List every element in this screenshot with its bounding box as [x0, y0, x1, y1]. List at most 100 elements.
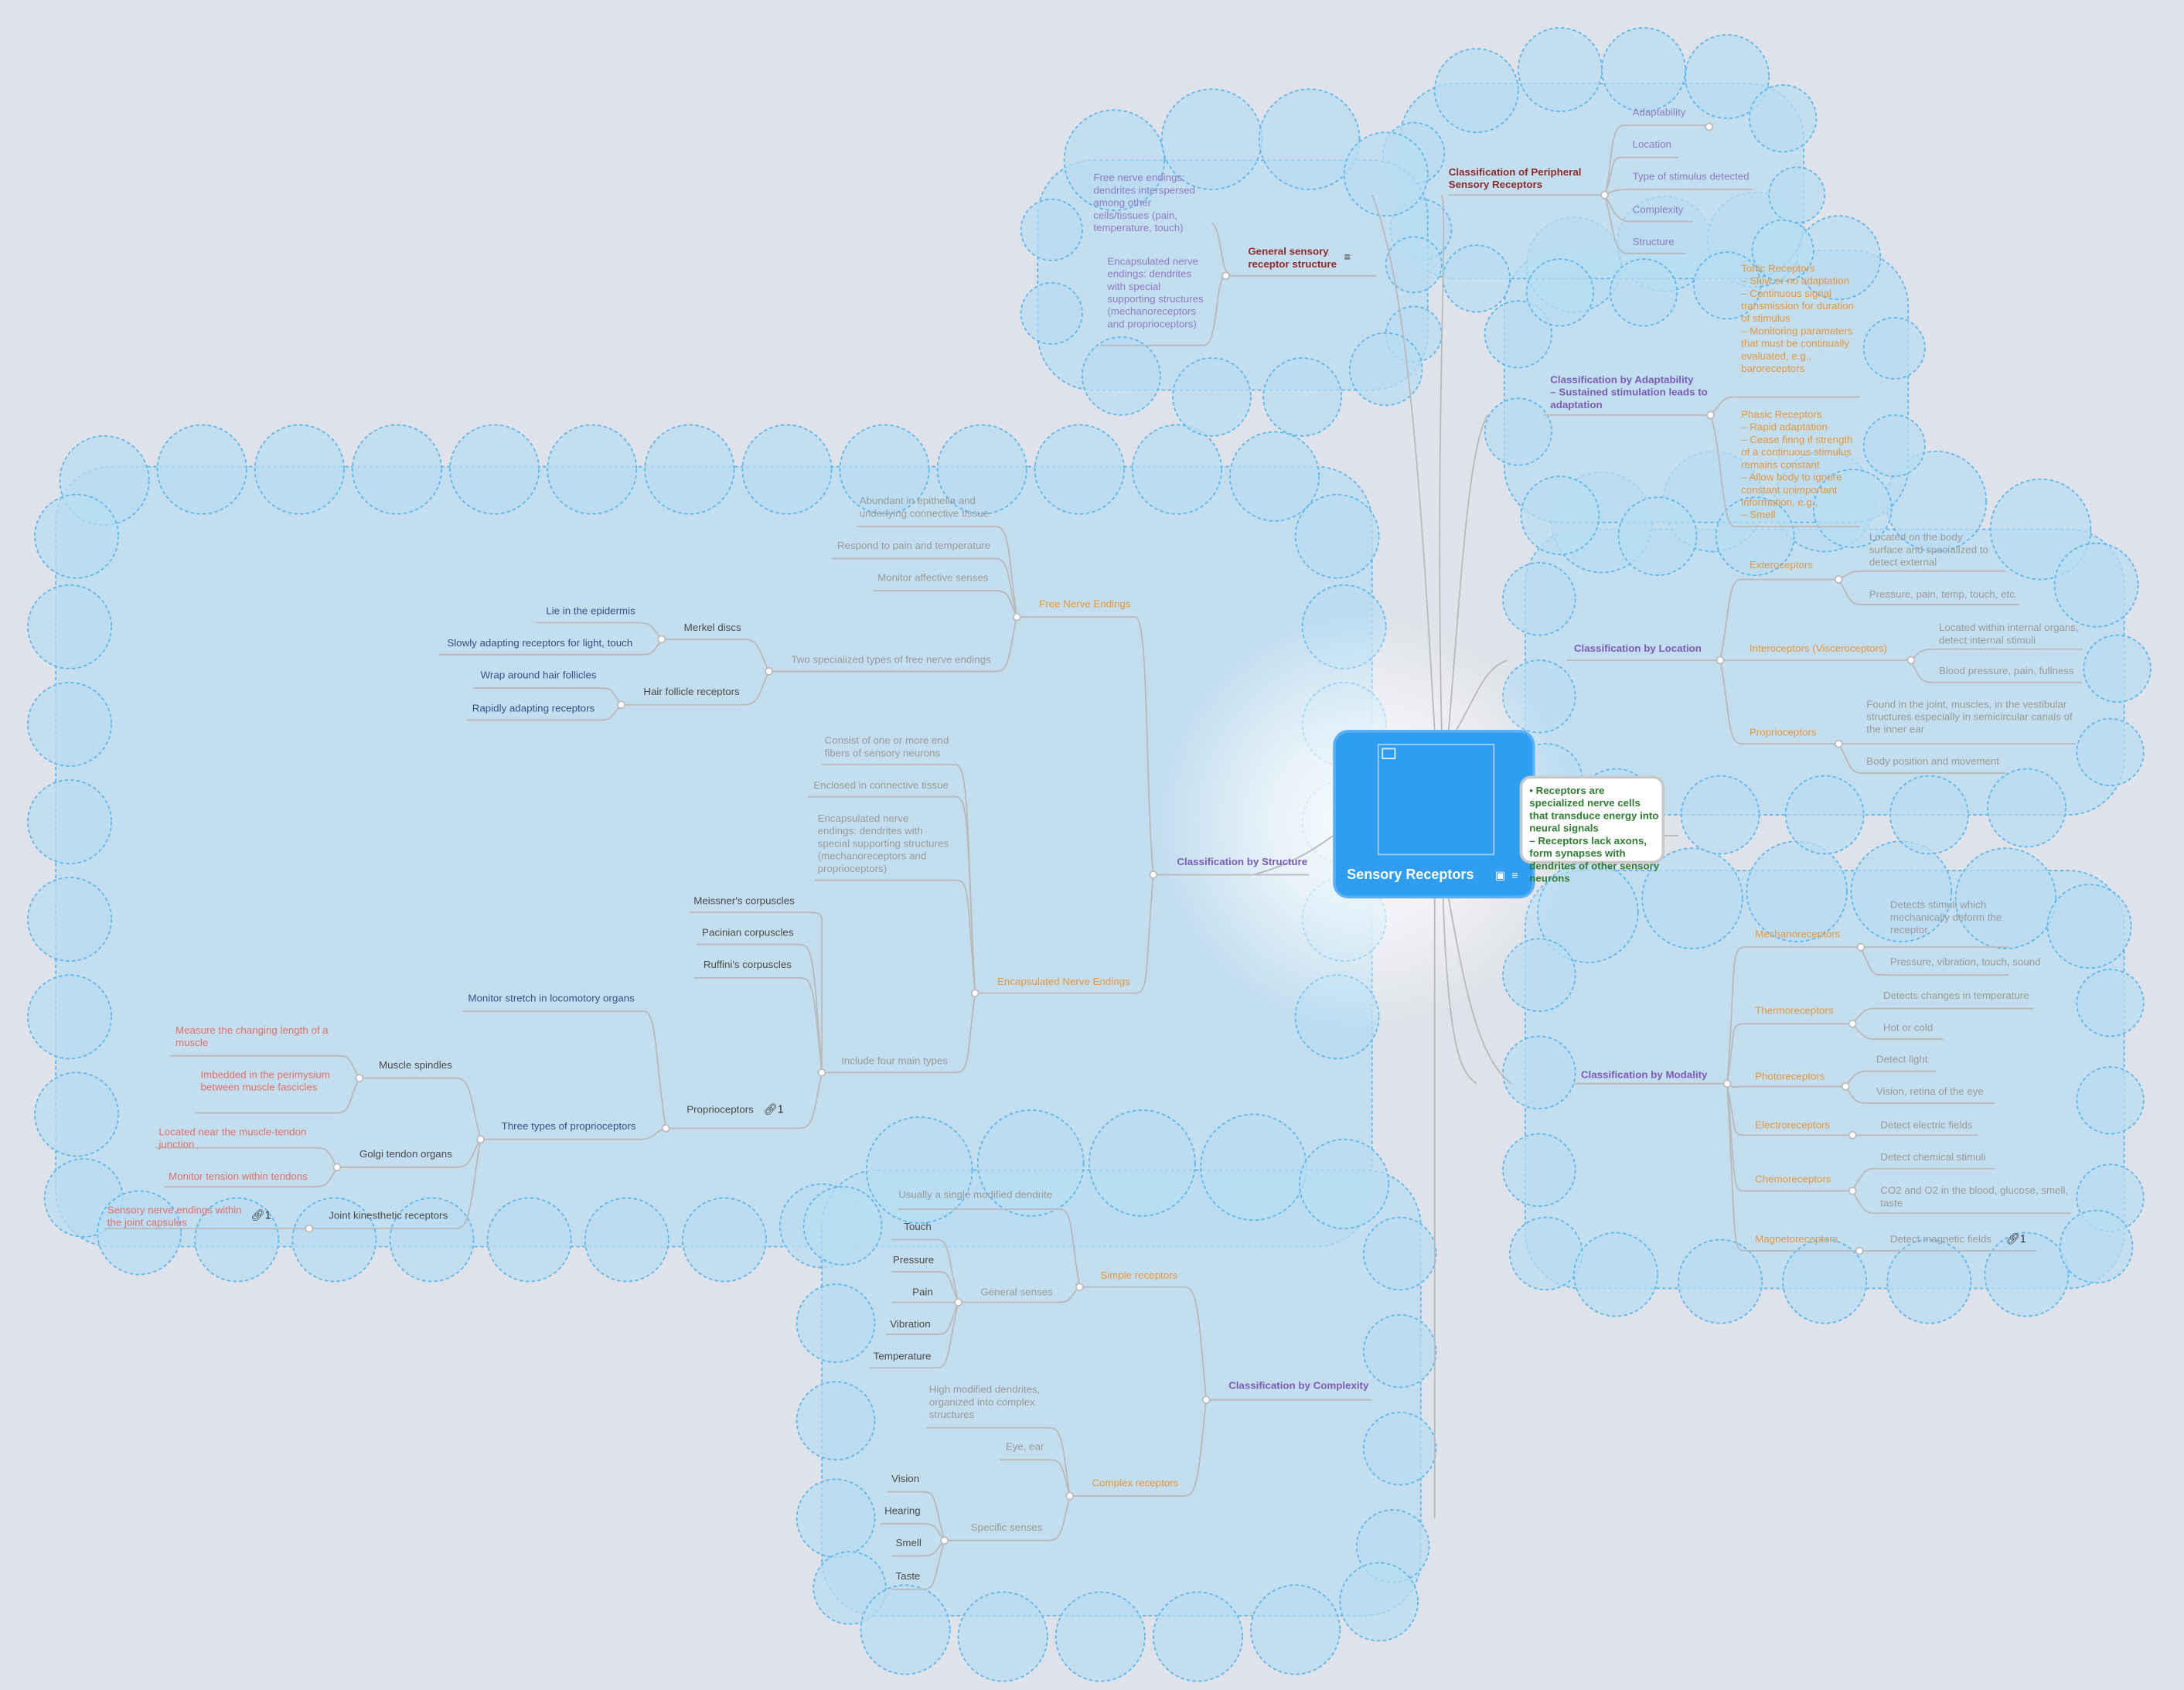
- structure-detail[interactable]: Monitor affective senses: [877, 571, 989, 584]
- location-detail[interactable]: Located on the body surface and speciali…: [1869, 530, 1988, 569]
- specific-sense[interactable]: Vision: [891, 1472, 920, 1485]
- hair-detail[interactable]: Rapidly adapting receptors: [472, 702, 595, 715]
- structure-detail[interactable]: Respond to pain and temperature: [836, 539, 991, 552]
- structure-detail[interactable]: Consist of one or more end fibers of sen…: [824, 734, 949, 759]
- modality-detail[interactable]: Detect electric fields: [1880, 1118, 1973, 1131]
- spindle-detail[interactable]: Imbedded in the perimysium between muscl…: [200, 1068, 330, 1094]
- thermoreceptors[interactable]: Thermoreceptors: [1755, 1004, 1834, 1017]
- complexity-detail[interactable]: Eye, ear: [1005, 1440, 1044, 1453]
- golgi-tendon-organs[interactable]: Golgi tendon organs: [359, 1147, 452, 1160]
- golgi-detail[interactable]: Monitor tension within tendons: [169, 1170, 308, 1183]
- structure-detail[interactable]: Encapsulated nerve endings: dendrites wi…: [817, 812, 949, 875]
- link-count: 1: [777, 1102, 784, 1116]
- muscle-spindles[interactable]: Muscle spindles: [379, 1058, 452, 1072]
- modality-detail[interactable]: Vision, retina of the eye: [1876, 1085, 1984, 1098]
- three-types-proprioceptors[interactable]: Three types of proprioceptors: [501, 1119, 636, 1133]
- general-structure-item[interactable]: Free nerve endings: dendrites interspers…: [1093, 171, 1196, 234]
- mechanoreceptors[interactable]: Mechanoreceptors: [1755, 927, 1841, 941]
- image-icon[interactable]: ▣: [1494, 869, 1506, 882]
- root-image-placeholder: [1377, 744, 1495, 856]
- peripheral-item[interactable]: Adaptability: [1632, 105, 1686, 119]
- complexity-title[interactable]: Classification by Complexity: [1228, 1378, 1369, 1392]
- joint-kinesthetic-receptors[interactable]: Joint kinesthetic receptors: [329, 1208, 448, 1222]
- chemoreceptors[interactable]: Chemoreceptors: [1755, 1173, 1831, 1186]
- structure-detail[interactable]: Two specialized types of free nerve endi…: [791, 652, 991, 666]
- structure-detail[interactable]: Abundant in epithelia and underlying con…: [859, 494, 989, 520]
- peripheral-title[interactable]: Classification of Peripheral Sensory Rec…: [1448, 165, 1582, 191]
- location-title[interactable]: Classification by Location: [1573, 642, 1702, 655]
- modality-detail[interactable]: CO2 and O2 in the blood, glucose, smell,…: [1880, 1184, 2069, 1209]
- general-structure-item[interactable]: Encapsulated nerve endings: dendrites wi…: [1107, 254, 1204, 331]
- adaptability-title[interactable]: Classification by Adaptability – Sustain…: [1550, 373, 1708, 411]
- exteroceptors[interactable]: Exteroceptors: [1749, 558, 1814, 571]
- link-icon[interactable]: 🔗︎1: [763, 1102, 784, 1116]
- photoreceptors[interactable]: Photoreceptors: [1755, 1069, 1825, 1082]
- modality-detail[interactable]: Detects changes in temperature: [1882, 989, 2029, 1002]
- root-node[interactable]: Sensory Receptors ▣ ≡: [1333, 730, 1535, 899]
- modality-detail[interactable]: Detect chemical stimuli: [1880, 1150, 1986, 1164]
- general-sense[interactable]: Pain: [912, 1285, 933, 1299]
- link-icon[interactable]: 🔗︎1: [2005, 1232, 2026, 1245]
- structure-title[interactable]: Classification by Structure: [1177, 855, 1308, 868]
- structure-detail[interactable]: Enclosed in connective tissue: [813, 779, 949, 792]
- proprio-detail[interactable]: Monitor stretch in locomotory organs: [468, 991, 635, 1005]
- general-structure-title[interactable]: General sensory receptor structure: [1248, 245, 1337, 271]
- note-icon[interactable]: ≡: [1344, 250, 1351, 264]
- modality-detail[interactable]: Detect magnetic fields: [1889, 1232, 1991, 1245]
- spindle-detail[interactable]: Measure the changing length of a muscle: [175, 1024, 329, 1049]
- hair-follicle-receptors[interactable]: Hair follicle receptors: [643, 685, 740, 698]
- location-detail[interactable]: Pressure, pain, temp, touch, etc.: [1869, 588, 2018, 601]
- complexity-detail[interactable]: Specific senses: [970, 1521, 1043, 1534]
- location-detail[interactable]: Body position and movement: [1866, 755, 2000, 768]
- specific-sense[interactable]: Hearing: [884, 1504, 921, 1518]
- tonic-receptors[interactable]: Tonic Receptors – Slow or no adaptation …: [1741, 261, 1854, 375]
- proprioceptors-structure[interactable]: Proprioceptors: [687, 1102, 754, 1116]
- phasic-receptors[interactable]: Phasic Receptors – Rapid adaptation – Ce…: [1741, 407, 1853, 521]
- structure-detail[interactable]: Include four main types: [841, 1054, 948, 1068]
- link-count: 1: [264, 1208, 271, 1222]
- encapsulated-nerve-endings[interactable]: Encapsulated Nerve Endings: [997, 975, 1130, 988]
- general-sense[interactable]: Touch: [904, 1220, 932, 1233]
- complexity-detail[interactable]: Usually a single modified dendrite: [898, 1187, 1053, 1201]
- note-icon[interactable]: ≡: [1511, 869, 1518, 882]
- joint-detail[interactable]: Sensory nerve endings within the joint c…: [107, 1203, 242, 1229]
- complex-receptors[interactable]: Complex receptors: [1092, 1476, 1179, 1490]
- specific-sense[interactable]: Taste: [895, 1569, 921, 1583]
- link-icon[interactable]: 🔗︎1: [250, 1208, 271, 1222]
- free-nerve-endings[interactable]: Free Nerve Endings: [1039, 597, 1131, 611]
- modality-detail[interactable]: Pressure, vibration, touch, sound: [1889, 955, 2041, 969]
- location-detail[interactable]: Found in the joint, muscles, in the vest…: [1866, 697, 2073, 736]
- location-detail[interactable]: Blood pressure, pain, fullness: [1938, 664, 2074, 677]
- hair-detail[interactable]: Wrap around hair follicles: [480, 668, 597, 682]
- electroreceptors[interactable]: Electroreceptors: [1755, 1118, 1831, 1131]
- general-sense[interactable]: Temperature: [873, 1349, 932, 1363]
- peripheral-item[interactable]: Complexity: [1632, 203, 1684, 216]
- modality-detail[interactable]: Hot or cold: [1882, 1020, 1934, 1034]
- peripheral-item[interactable]: Location: [1632, 138, 1671, 151]
- modality-detail[interactable]: Detect light: [1876, 1053, 1928, 1066]
- proprioceptors-location[interactable]: Proprioceptors: [1749, 725, 1817, 738]
- modality-detail[interactable]: Detects stimuli which mechanically defor…: [1889, 898, 2002, 936]
- complexity-detail[interactable]: General senses: [980, 1285, 1053, 1299]
- specific-sense[interactable]: Smell: [895, 1536, 922, 1549]
- simple-receptors[interactable]: Simple receptors: [1100, 1269, 1178, 1282]
- merkel-discs[interactable]: Merkel discs: [683, 621, 741, 634]
- golgi-detail[interactable]: Located near the muscle-tendon junction: [158, 1125, 307, 1151]
- general-sense[interactable]: Vibration: [890, 1317, 931, 1331]
- magnetoreceptors[interactable]: Magnetoreceptors: [1755, 1232, 1838, 1245]
- interoceptors[interactable]: Interoceptors (Visceroceptors): [1749, 642, 1888, 655]
- merkel-detail[interactable]: Slowly adapting receptors for light, tou…: [447, 636, 633, 649]
- root-note[interactable]: • Receptors are specialized nerve cells …: [1519, 775, 1665, 884]
- modality-title[interactable]: Classification by Modality: [1580, 1068, 1708, 1082]
- location-detail[interactable]: Located within internal organs, detect i…: [1938, 621, 2079, 646]
- peripheral-item[interactable]: Type of stimulus detected: [1632, 169, 1750, 183]
- peripheral-item[interactable]: Structure: [1632, 235, 1675, 248]
- merkel-detail[interactable]: Lie in the epidermis: [546, 604, 635, 618]
- meissner-corpuscles[interactable]: Meissner's corpuscles: [693, 894, 795, 907]
- ruffini-corpuscles[interactable]: Ruffini's corpuscles: [703, 958, 792, 971]
- root-icons: ▣ ≡: [1495, 869, 1518, 881]
- pacinian-corpuscles[interactable]: Pacinian corpuscles: [702, 926, 794, 939]
- complexity-detail[interactable]: High modified dendrites, organized into …: [928, 1383, 1041, 1421]
- general-sense[interactable]: Pressure: [892, 1253, 935, 1266]
